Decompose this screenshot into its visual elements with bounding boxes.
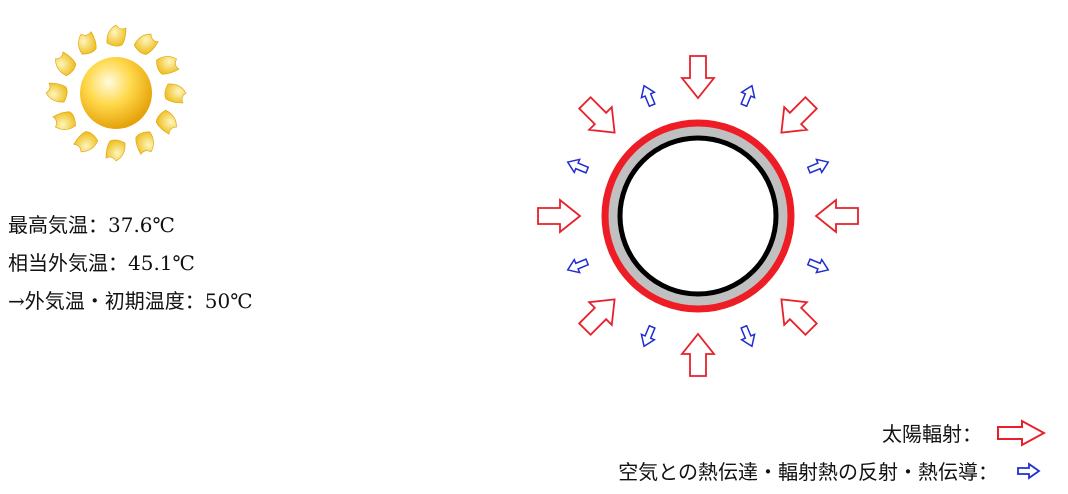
solar-radiation-arrow [814,198,859,234]
sun-icon [36,20,196,165]
solar-radiation-arrow [680,55,716,100]
solar-radiation-arrow [780,298,819,337]
solar-radiation-arrow [680,332,716,377]
solar-radiation-arrow [577,95,616,134]
sun-ray [164,83,187,104]
sun-ray [133,33,159,55]
sun-ray [55,51,77,77]
heat-transfer-arrow [640,324,656,348]
heat-transfer-arrow [566,158,590,174]
heat-transfer-arrow [806,158,830,174]
sun-ray [106,24,127,47]
sun-ray [52,111,76,130]
legend-solar-label: 太陽輻射： [882,422,982,446]
red-arrow-icon [997,418,1046,447]
heat-transfer-arrow [806,258,830,274]
heat-transfer-arrow [740,84,756,108]
legend-solar-radiation: 太陽輻射： [882,418,1046,447]
heat-transfer-arrow [640,84,656,108]
pipe-heat-diagram [496,8,900,412]
equivalent-temperature-text: 相当外気温：45.1℃ [8,251,195,275]
sun-ray [78,31,97,55]
sun-ray [45,82,68,103]
solar-radiation-arrow [537,198,582,234]
sun-ray [73,131,99,153]
heat-transfer-arrow [566,258,590,274]
legend-heat-label: 空気との熱伝達・輻射熱の反射・熱伝導： [618,460,998,484]
blue-arrow-icon [1017,461,1041,480]
solar-radiation-arrow [780,95,819,134]
temperature-panel: 最高気温：37.6℃ 相当外気温：45.1℃ →外気温・初期温度：50℃ [8,206,253,320]
solar-radiation-arrow [577,298,616,337]
initial-temperature-text: →外気温・初期温度：50℃ [8,289,253,313]
sun-ray [105,139,126,162]
sun-ray [135,131,154,155]
heat-transfer-arrow [740,324,756,348]
max-temperature-text: 最高気温：37.6℃ [8,213,175,237]
sun-ray [156,56,180,75]
sun-ray [155,109,177,135]
legend-heat-transfer: 空気との熱伝達・輻射熱の反射・熱伝導： [618,456,1046,485]
pipe-inner [617,135,779,297]
